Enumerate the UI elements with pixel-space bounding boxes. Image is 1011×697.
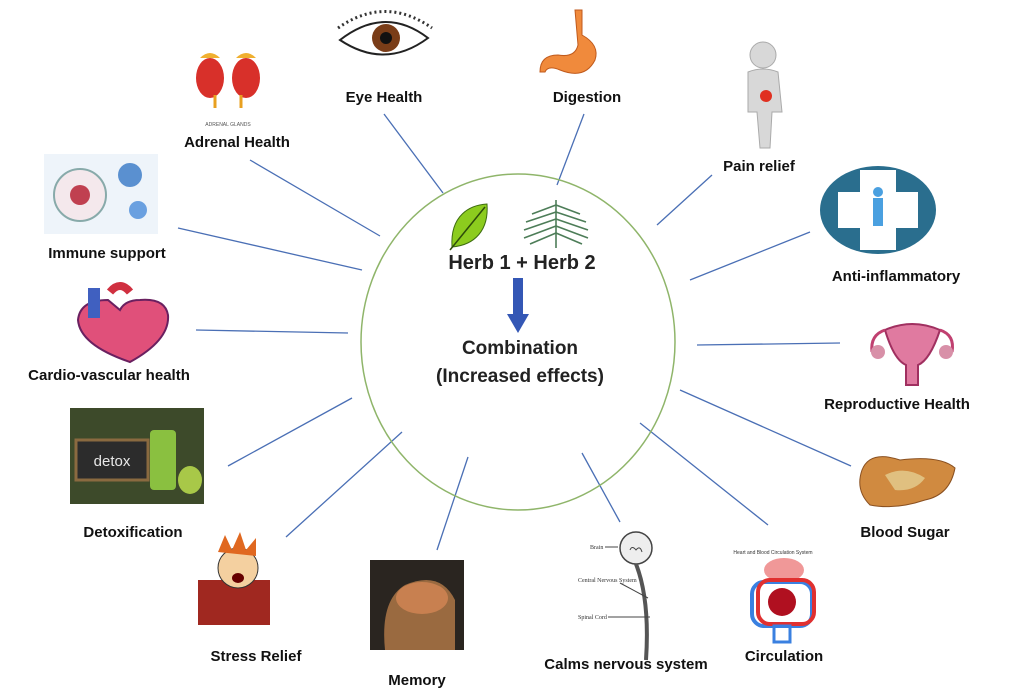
stomach-icon xyxy=(539,9,597,74)
pancreas-icon xyxy=(859,456,956,508)
heart-icon xyxy=(76,282,170,364)
svg-text:detox: detox xyxy=(94,453,131,470)
connector-cardio xyxy=(195,329,349,334)
medical-cross-icon xyxy=(820,166,936,254)
connector-repro xyxy=(696,342,841,346)
combination-label: Combination xyxy=(461,338,579,359)
fern-icon xyxy=(523,200,589,248)
brain-icon xyxy=(370,560,464,650)
label-anti-inflammatory: Anti-inflammatory xyxy=(831,268,961,285)
leaf-icon xyxy=(449,203,488,251)
adrenal-glands-icon xyxy=(196,53,260,108)
connector-memory xyxy=(436,456,469,551)
connector-eye xyxy=(383,113,444,194)
connector-stress xyxy=(285,431,403,538)
adrenal-caption: ADRENAL GLANDS xyxy=(205,122,251,128)
connector-digestion xyxy=(556,113,585,186)
label-detoxification: Detoxification xyxy=(83,524,183,541)
label-eye-health: Eye Health xyxy=(345,89,423,106)
connector-pain xyxy=(656,174,713,226)
label-memory: Memory xyxy=(388,672,446,689)
arrow-down-icon xyxy=(507,278,529,333)
label-cardio-vascular-health: Cardio-vascular health xyxy=(28,367,190,384)
label-adrenal-health: Adrenal Health xyxy=(184,134,290,151)
label-digestion: Digestion xyxy=(552,89,622,106)
label-reproductive-health: Reproductive Health xyxy=(824,396,970,413)
pain-figure-icon xyxy=(747,41,783,149)
center-ellipse xyxy=(360,173,676,511)
label-blood-sugar: Blood Sugar xyxy=(860,524,950,541)
label-circulation: Circulation xyxy=(744,648,824,665)
connector-immune xyxy=(177,227,363,271)
circulation-icon: Heart and Blood Circulation System xyxy=(733,550,816,644)
connector-adrenal xyxy=(249,159,381,237)
nervous-system-icon: Brain Central Nervous System Spinal Cord xyxy=(578,531,653,661)
detox-drink-icon: detox xyxy=(70,408,204,504)
connector-anti xyxy=(689,231,811,281)
uterus-icon xyxy=(870,323,954,386)
label-immune-support: Immune support xyxy=(48,245,166,262)
nervous-caption-brain: Brain xyxy=(590,545,603,551)
label-stress-relief: Stress Relief xyxy=(210,648,302,665)
stressed-person-icon xyxy=(198,532,270,625)
circulation-caption: Heart and Blood Circulation System xyxy=(733,550,812,556)
immune-cell-icon xyxy=(44,154,158,234)
connector-circ xyxy=(639,422,769,526)
label-calms-nervous-system: Calms nervous system xyxy=(544,656,708,673)
nervous-caption-spinal: Spinal Cord xyxy=(578,615,607,621)
eye-icon xyxy=(337,10,433,56)
increased-effects-label: (Increased effects) xyxy=(436,366,604,387)
connector-calms xyxy=(581,452,621,523)
connector-detox xyxy=(227,397,353,467)
nervous-caption-cns: Central Nervous System xyxy=(578,578,637,584)
herbs-label: Herb 1 + Herb 2 xyxy=(448,252,596,274)
connector-blood xyxy=(679,389,852,467)
label-pain-relief: Pain relief xyxy=(723,158,795,175)
